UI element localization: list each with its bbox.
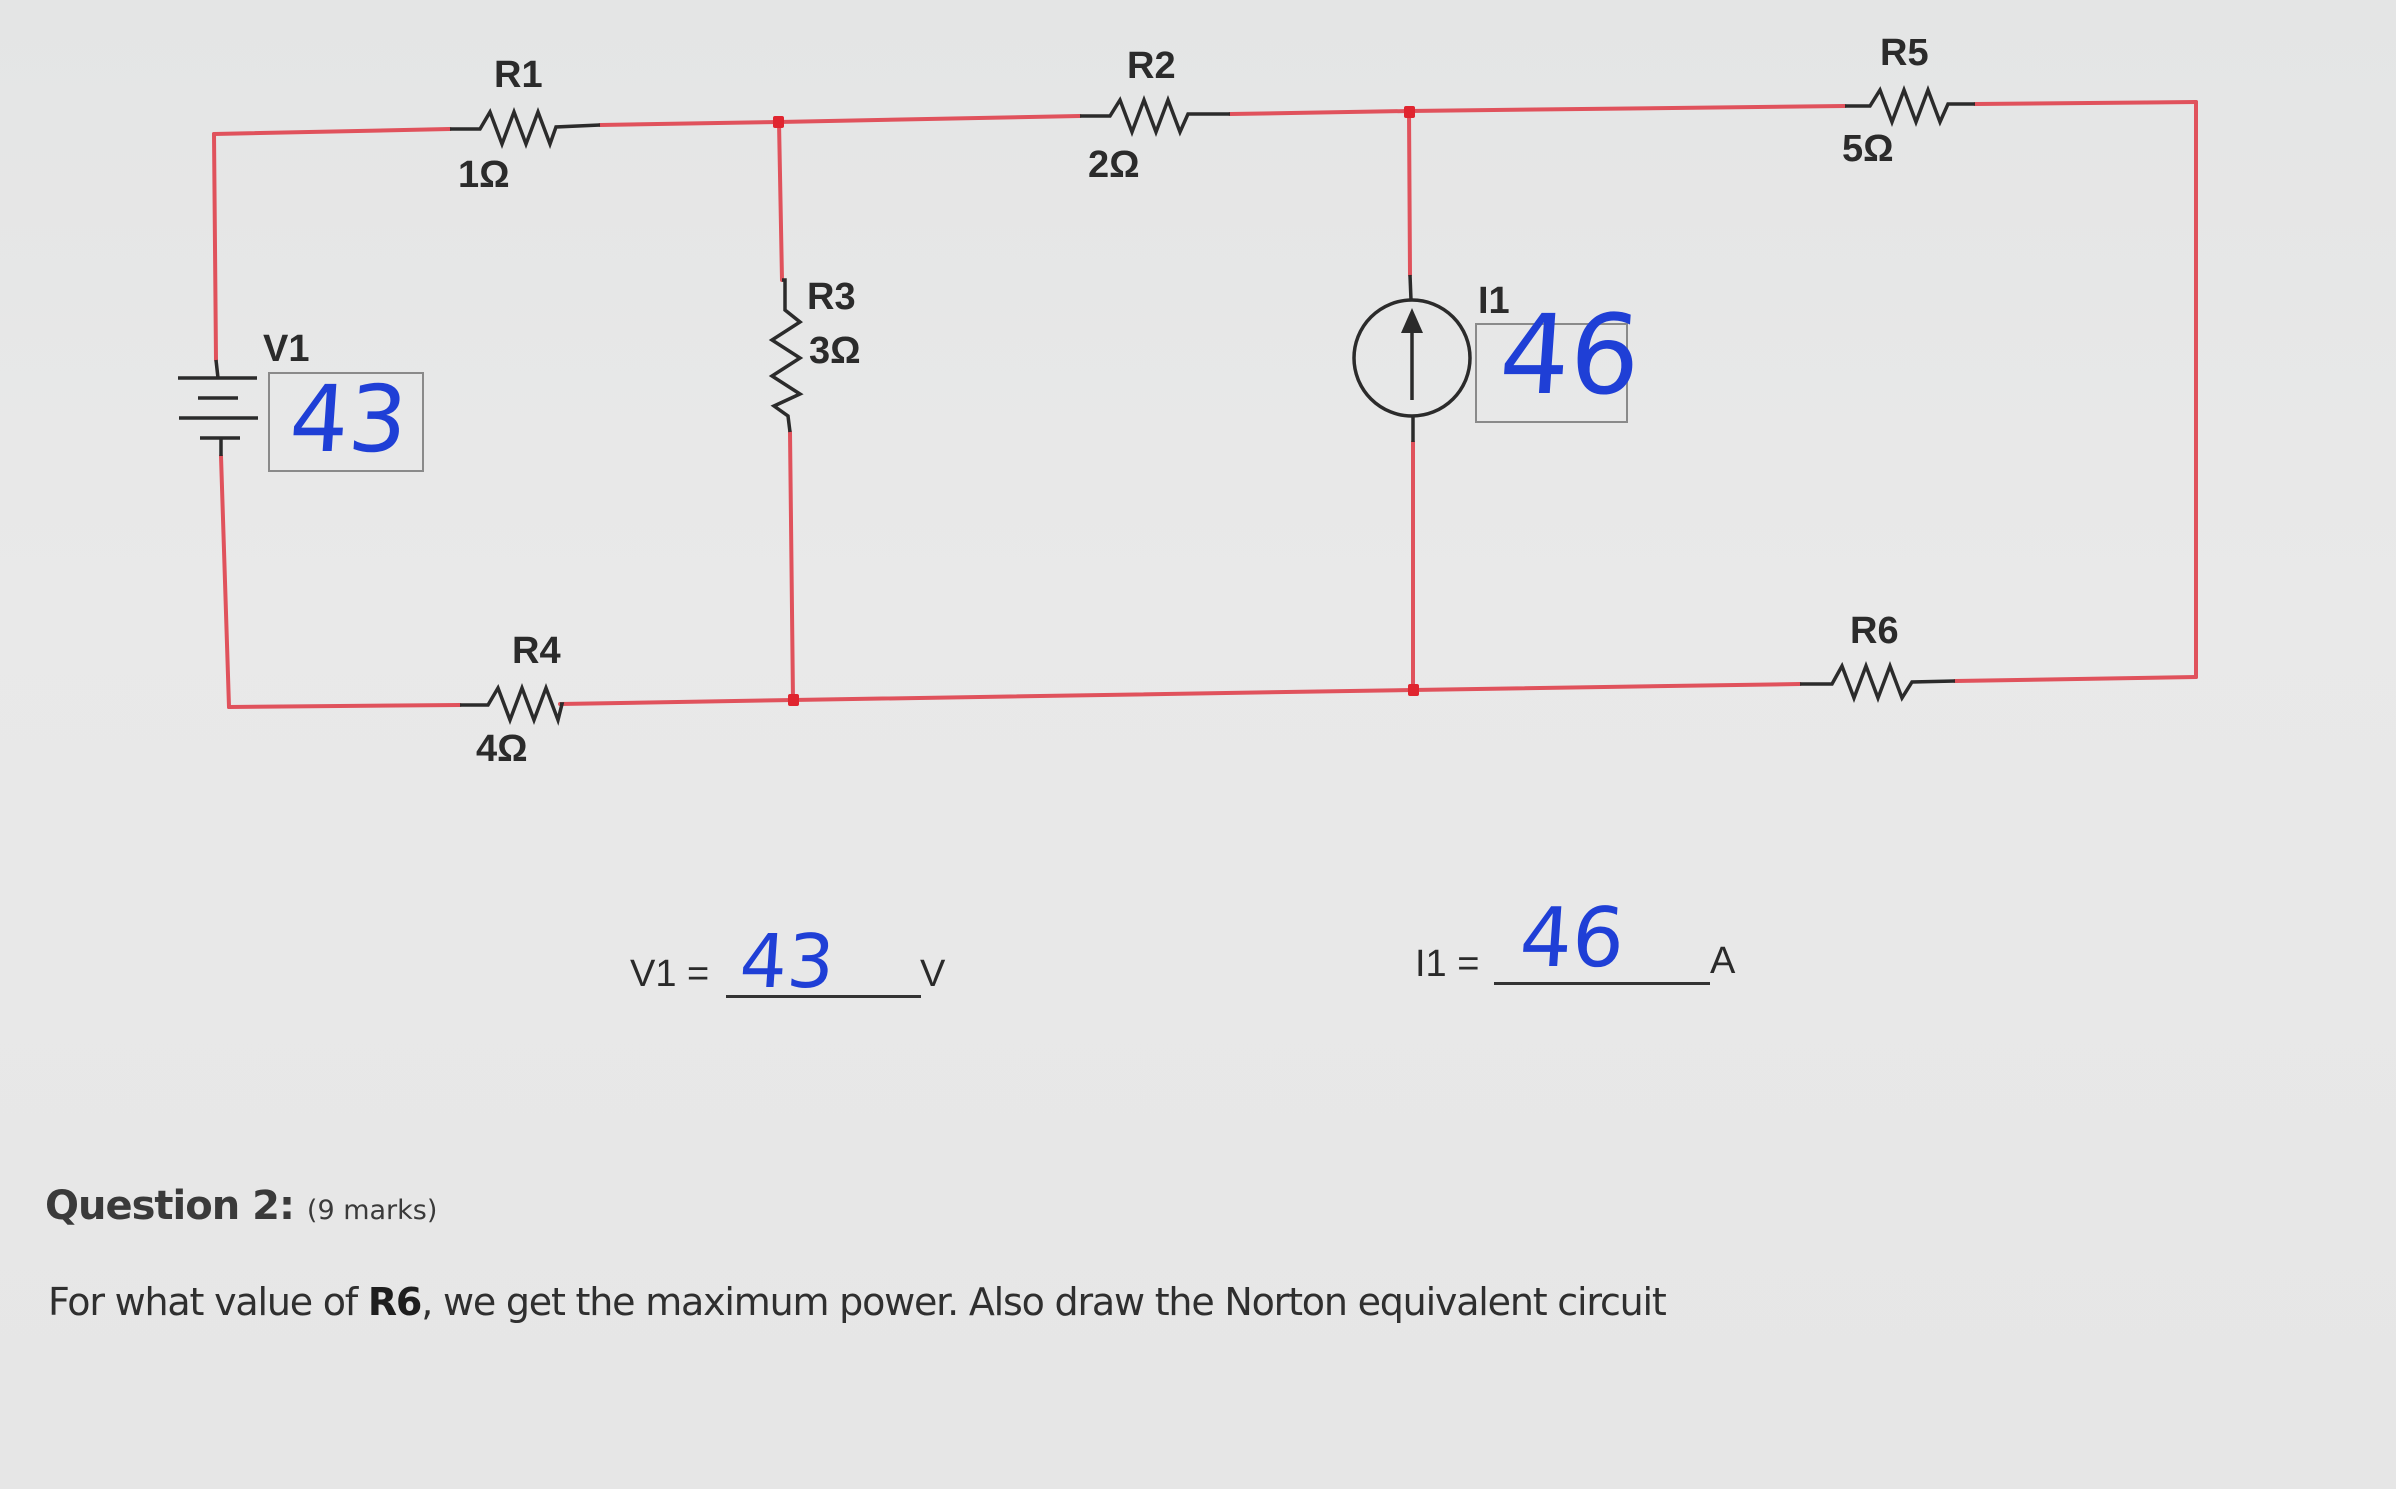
v1-answer-value: 43 (736, 919, 838, 1005)
wire-i1-top (1407, 109, 1412, 277)
junction-dot (1408, 684, 1419, 696)
wire-bottom-a (227, 703, 462, 709)
wire-top-d (1228, 109, 1411, 116)
r5-label: R5 (1880, 32, 1929, 74)
wire-left-bottom (219, 454, 231, 709)
components (178, 85, 1975, 726)
battery-lead-top (214, 359, 220, 379)
wires (212, 100, 2198, 709)
i1-answer-value: 46 (1516, 891, 1628, 986)
wire-r3-top (777, 120, 784, 282)
i1-answer-unit: A (1710, 940, 1736, 982)
v1-answer-unit: V (920, 953, 946, 995)
wire-left-top (212, 132, 218, 362)
r3-value: 3Ω (809, 330, 861, 372)
i1-answer-line[interactable] (1494, 982, 1710, 985)
question-text-start: For what value of (48, 1280, 368, 1324)
wire-top-a (212, 127, 452, 136)
resistor-r4 (460, 683, 565, 726)
resistor-r5 (1845, 85, 1975, 127)
v1-handwritten-value: 43 (286, 366, 411, 473)
junction-dot (788, 694, 799, 706)
wire-bottom-b (558, 698, 795, 706)
i1-handwritten-value: 46 (1495, 291, 1645, 419)
question-heading: Question 2: (9 marks) (45, 1183, 437, 1229)
r1-value: 1Ω (458, 154, 510, 196)
r1-label: R1 (494, 54, 543, 96)
question-text: For what value of R6, we get the maximum… (48, 1280, 1667, 1324)
v1-label: V1 (263, 328, 310, 370)
wire-top-b (598, 120, 781, 127)
r4-label: R4 (512, 630, 561, 672)
r2-label: R2 (1127, 45, 1176, 87)
arrow-up-icon (1401, 308, 1423, 333)
wire-top-c (777, 114, 1082, 124)
v1-answer-label: V1 = (630, 953, 710, 995)
junctions (773, 106, 1419, 706)
i1-answer-label: I1 = (1415, 943, 1480, 985)
resistor-r2 (1080, 95, 1230, 137)
wire-bottom-d (1411, 682, 1802, 692)
i1-value-box[interactable] (1475, 323, 1628, 423)
question-marks: (9 marks) (306, 1195, 438, 1226)
r3-label: R3 (807, 276, 856, 318)
resistor-r1 (450, 107, 601, 150)
wire-bottom-c (791, 688, 1415, 702)
question-title: Question 2: (45, 1183, 295, 1229)
wire-bottom-e (1953, 675, 2198, 683)
v1-value-box[interactable] (268, 372, 424, 472)
i1-label: I1 (1478, 280, 1510, 322)
question-text-r6: R6 (367, 1280, 423, 1324)
r5-value: 5Ω (1842, 128, 1894, 170)
source-lead-top (1408, 274, 1413, 301)
wire-top-e (1407, 104, 1847, 113)
r4-value: 4Ω (476, 728, 528, 770)
r6-label: R6 (1850, 610, 1899, 652)
junction-dot (1404, 106, 1415, 118)
r2-value: 2Ω (1088, 144, 1140, 186)
wire-r3-bottom (788, 430, 795, 702)
resistor-r3 (768, 278, 804, 433)
question-text-end: , we get the maximum power. Also draw th… (421, 1280, 1667, 1324)
resistor-r6 (1800, 661, 1956, 703)
v1-answer-line[interactable] (726, 995, 921, 998)
wire-top-f (1973, 100, 2198, 106)
junction-dot (773, 116, 784, 128)
